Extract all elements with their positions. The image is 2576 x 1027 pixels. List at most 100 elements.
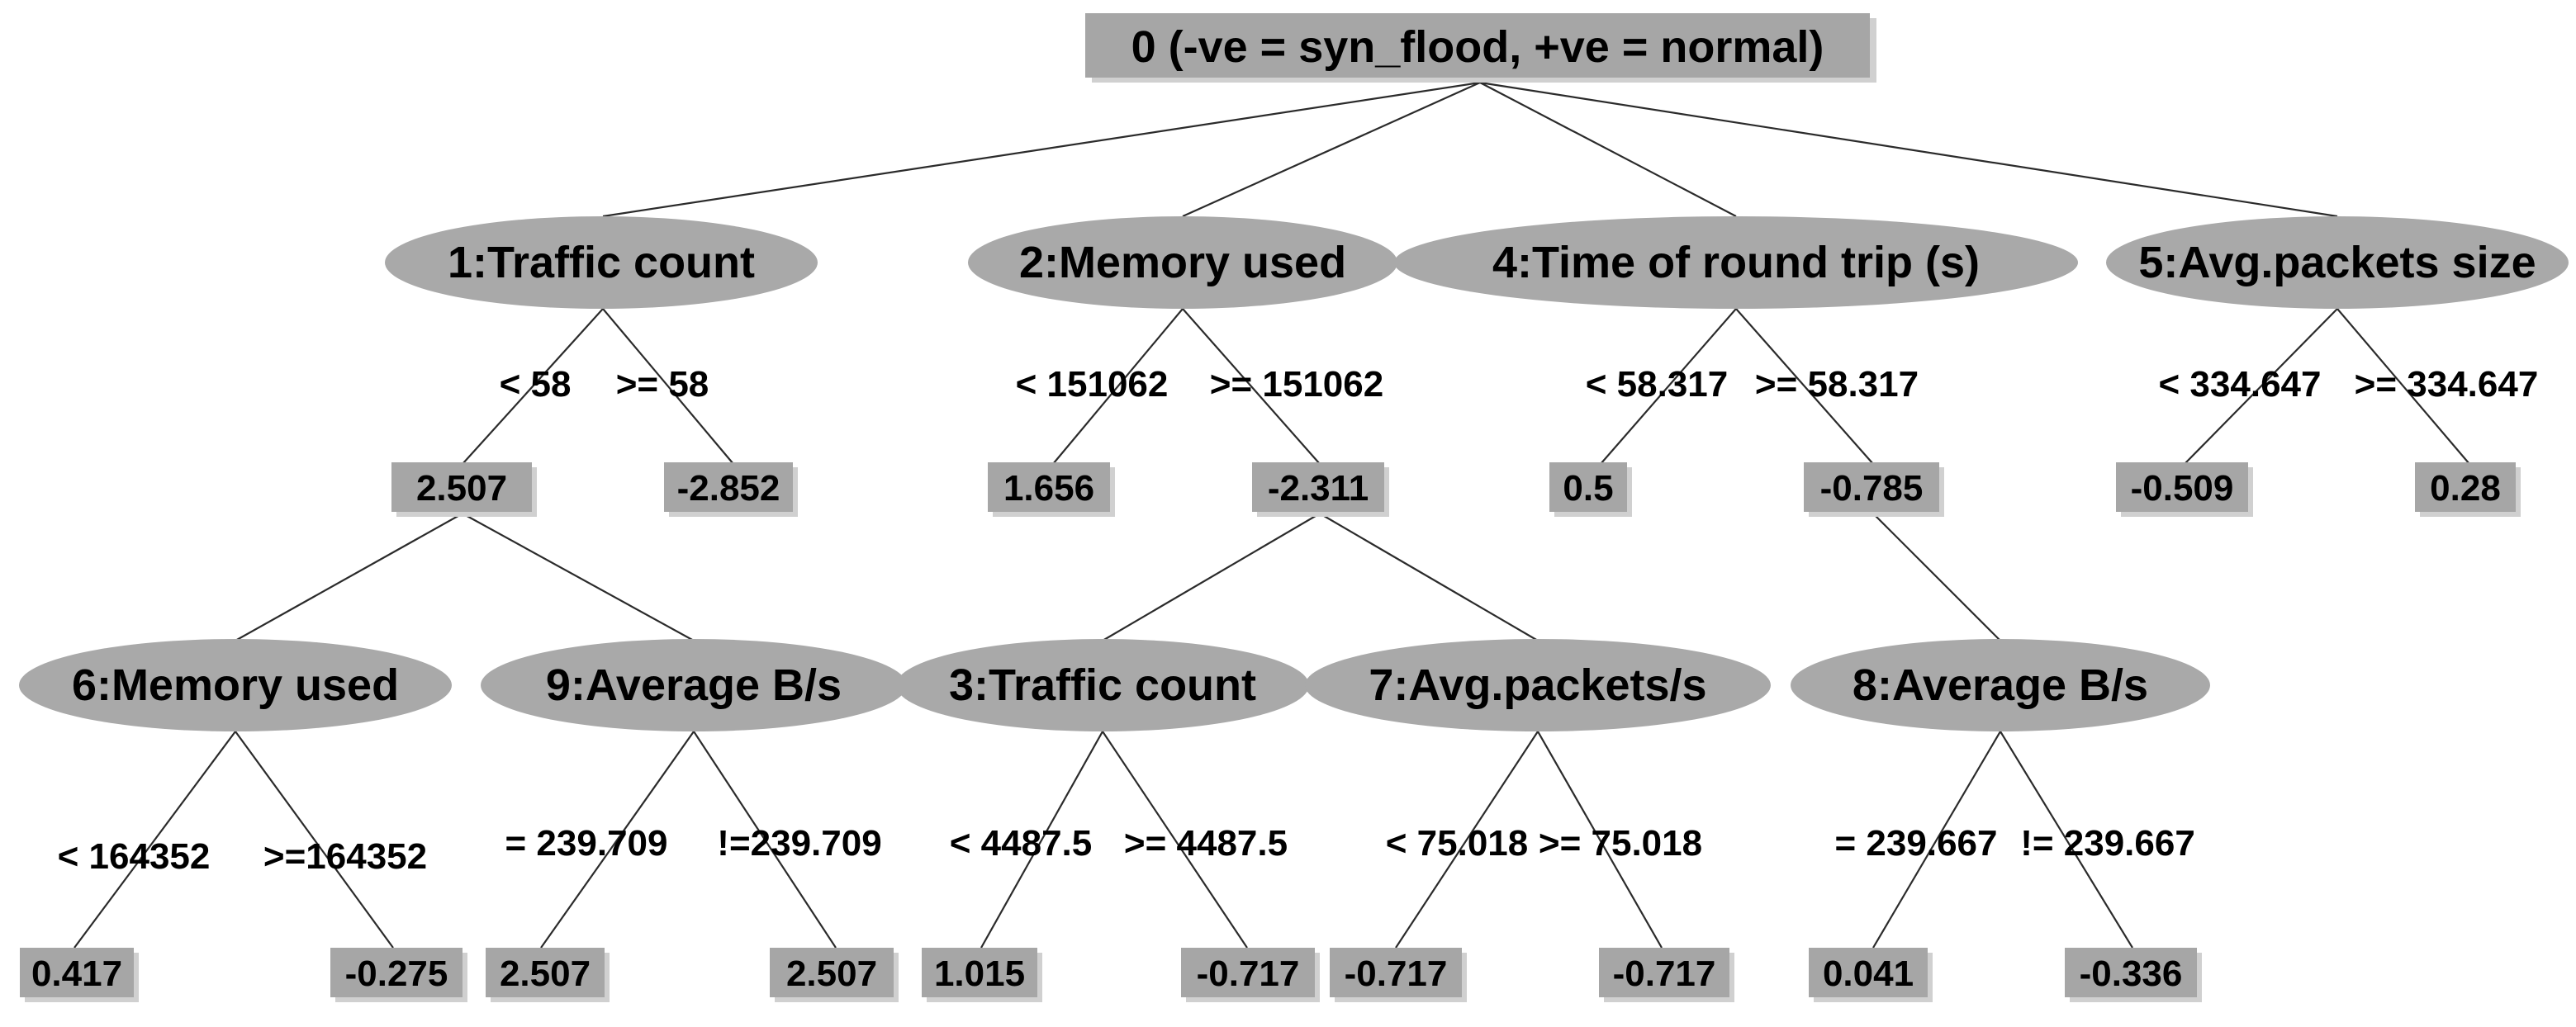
edge-n1-right — [602, 308, 734, 465]
condition-n2-right: >= 151062 — [1210, 364, 1383, 405]
edge-n7-right — [1537, 731, 1663, 949]
split-node-n3: 3:Traffic count — [896, 639, 1309, 731]
split-label-n5: 5:Avg.packets size — [2138, 238, 2536, 287]
split-label-n3: 3:Traffic count — [949, 660, 1256, 710]
split-label-n2: 2:Memory used — [1019, 238, 1346, 287]
leaf-n1-right: -2.852 — [664, 462, 798, 517]
split-node-n6: 6:Memory used — [19, 639, 452, 731]
condition-n6-right: >=164352 — [263, 836, 427, 877]
leaf-value: -2.852 — [677, 468, 780, 509]
leaf-n1-left: 2.507 — [391, 462, 537, 517]
edge-leafm2311-n3 — [1102, 513, 1321, 641]
split-label-n4: 4:Time of round trip (s) — [1492, 238, 1980, 287]
split-node-n2: 2:Memory used — [968, 216, 1397, 309]
root-node: 0 (-ve = syn_flood, +ve = normal) — [1085, 13, 1876, 83]
edge-leaf2507-n9 — [462, 513, 695, 641]
split-label-n1: 1:Traffic count — [448, 238, 755, 287]
split-node-n7: 7:Avg.packets/s — [1305, 639, 1771, 731]
condition-n5-left: < 334.647 — [2159, 364, 2322, 405]
leaf-value: -0.509 — [2131, 468, 2234, 509]
condition-n2-left: < 151062 — [1016, 364, 1169, 405]
edge-n5-left — [2184, 308, 2338, 465]
condition-n1-right: >= 58 — [616, 364, 709, 405]
condition-n5-right: >= 334.647 — [2355, 364, 2539, 405]
leaf-n7-right: -0.717 — [1599, 948, 1734, 1002]
edge-n2-right — [1182, 308, 1321, 465]
edge-root-n2 — [1182, 81, 1481, 218]
split-label-n7: 7:Avg.packets/s — [1369, 660, 1706, 710]
leaf-n7-left: -0.717 — [1330, 948, 1467, 1002]
edge-n8-left — [1872, 731, 2001, 949]
edge-leaf2507-n6 — [235, 513, 463, 641]
condition-n4-left: < 58.317 — [1586, 364, 1729, 405]
edge-root-n1 — [602, 81, 1481, 218]
leaf-n3-right: -0.717 — [1181, 948, 1320, 1002]
leaf-n6-right: -0.275 — [330, 948, 467, 1002]
edge-leafm0785-n8 — [1872, 513, 2001, 641]
leaf-n5-right: 0.28 — [2415, 462, 2521, 517]
edge-n4-right — [1735, 308, 1874, 465]
split-node-n9: 9:Average B/s — [481, 639, 907, 731]
leaf-value: -2.311 — [1268, 468, 1369, 509]
leaf-value: -0.785 — [1820, 468, 1924, 509]
leaf-value: -0.717 — [1345, 954, 1448, 994]
edge-n5-right — [2336, 308, 2470, 465]
root-label: 0 (-ve = syn_flood, +ve = normal) — [1131, 22, 1824, 72]
leaf-value: 0.28 — [2430, 468, 2501, 509]
split-label-n6: 6:Memory used — [72, 660, 399, 710]
edge-n9-left — [540, 731, 695, 949]
leaf-n2-right: -2.311 — [1252, 462, 1389, 517]
tree-edges — [74, 81, 2470, 949]
edge-n8-right — [2000, 731, 2133, 949]
leaf-value: 2.507 — [500, 954, 591, 994]
leaf-value: -0.717 — [1197, 954, 1300, 994]
condition-n7-right: >= 75.018 — [1539, 823, 1702, 864]
condition-n3-left: < 4487.5 — [950, 823, 1093, 864]
edge-n6-right — [235, 731, 394, 949]
leaf-value: 2.507 — [786, 954, 877, 994]
edge-root-n4 — [1479, 82, 1737, 217]
condition-n3-right: >= 4487.5 — [1124, 823, 1288, 864]
split-label-n8: 8:Average B/s — [1853, 660, 2148, 710]
condition-n4-right: >= 58.317 — [1755, 364, 1919, 405]
condition-n9-left: = 239.709 — [505, 823, 668, 864]
edge-n3-right — [1102, 731, 1248, 949]
condition-n8-left: = 239.667 — [1835, 823, 1998, 864]
condition-n7-left: < 75.018 — [1386, 823, 1529, 864]
leaf-n8-right: -0.336 — [2065, 948, 2202, 1002]
leaf-value: -0.275 — [345, 954, 448, 994]
leaf-n5-left: -0.509 — [2116, 462, 2253, 517]
leaf-value: 0.5 — [1563, 468, 1613, 509]
split-node-n1: 1:Traffic count — [385, 216, 818, 309]
split-node-n5: 5:Avg.packets size — [2106, 216, 2569, 309]
leaf-value: 1.656 — [1003, 468, 1094, 509]
split-node-n8: 8:Average B/s — [1791, 639, 2210, 731]
edge-n9-right — [693, 731, 837, 949]
condition-n9-right: !=239.709 — [717, 823, 881, 864]
edge-n7-left — [1395, 731, 1539, 949]
edge-n2-left — [1052, 308, 1184, 465]
leaf-n9-left: 2.507 — [486, 948, 610, 1002]
leaf-n9-right: 2.507 — [770, 948, 899, 1002]
split-node-n4: 4:Time of round trip (s) — [1394, 216, 2078, 309]
edge-leafm2311-n7 — [1319, 513, 1539, 641]
leaf-value: -0.336 — [2080, 954, 2183, 994]
leaf-n2-left: 1.656 — [988, 462, 1115, 517]
condition-n8-right: != 239.667 — [2020, 823, 2195, 864]
edge-n1-left — [462, 308, 604, 465]
edge-root-n5 — [1479, 81, 2338, 218]
leaf-value: 0.417 — [31, 954, 122, 994]
condition-n1-left: < 58 — [500, 364, 572, 405]
leaf-n3-left: 1.015 — [922, 948, 1042, 1002]
leaf-value: 2.507 — [416, 468, 507, 509]
leaf-value: 0.041 — [1823, 954, 1914, 994]
leaf-n8-left: 0.041 — [1809, 948, 1933, 1002]
condition-n6-left: < 164352 — [58, 836, 211, 877]
leaf-value: -0.717 — [1613, 954, 1716, 994]
leaf-n4-right: -0.785 — [1804, 462, 1944, 517]
leaf-value: 1.015 — [934, 954, 1025, 994]
leaf-n4-left: 0.5 — [1549, 462, 1632, 517]
edge-n6-left — [74, 731, 236, 949]
split-label-n9: 9:Average B/s — [546, 660, 842, 710]
